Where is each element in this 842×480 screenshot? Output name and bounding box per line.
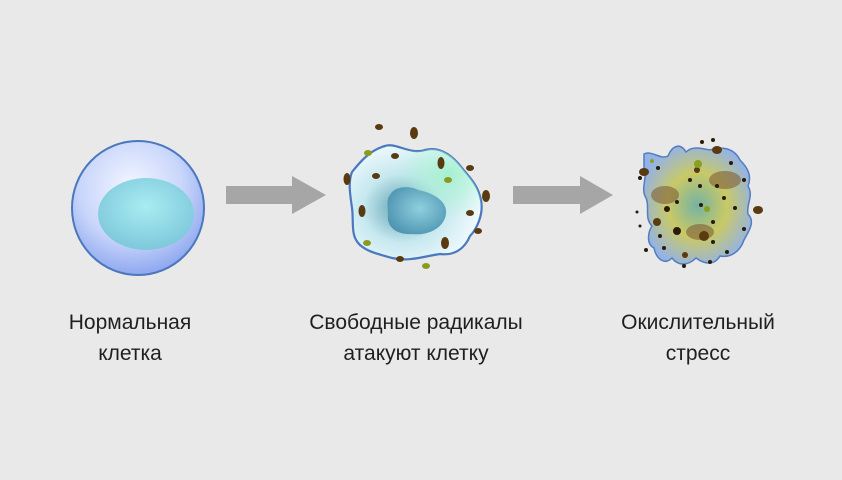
attacked-cell bbox=[343, 124, 490, 269]
small-radicals bbox=[650, 159, 710, 212]
small-radicals bbox=[363, 150, 452, 269]
nucleus bbox=[98, 178, 194, 250]
label-line: Нормальная bbox=[68, 311, 192, 334]
arrow-right-icon bbox=[513, 176, 613, 214]
stage-label-normal-cell: Нормальная клетка bbox=[0, 307, 270, 369]
label-line: клетка bbox=[98, 342, 162, 365]
label-line: атакуют клетку bbox=[343, 342, 489, 365]
stage-label-oxidative-stress: Окислительный стресс bbox=[558, 307, 838, 369]
stage-label-radicals-attack: Свободные радикалы атакуют клетку bbox=[276, 307, 556, 369]
label-line: стресс bbox=[665, 342, 731, 365]
damaged-cell bbox=[635, 138, 763, 268]
label-line: Свободные радикалы bbox=[309, 311, 523, 334]
arrow-right-icon bbox=[226, 176, 326, 214]
normal-cell bbox=[71, 140, 205, 276]
nucleus bbox=[387, 187, 447, 235]
free-radicals bbox=[635, 138, 746, 268]
label-line: Окислительный bbox=[621, 311, 775, 334]
free-radicals bbox=[343, 124, 490, 262]
